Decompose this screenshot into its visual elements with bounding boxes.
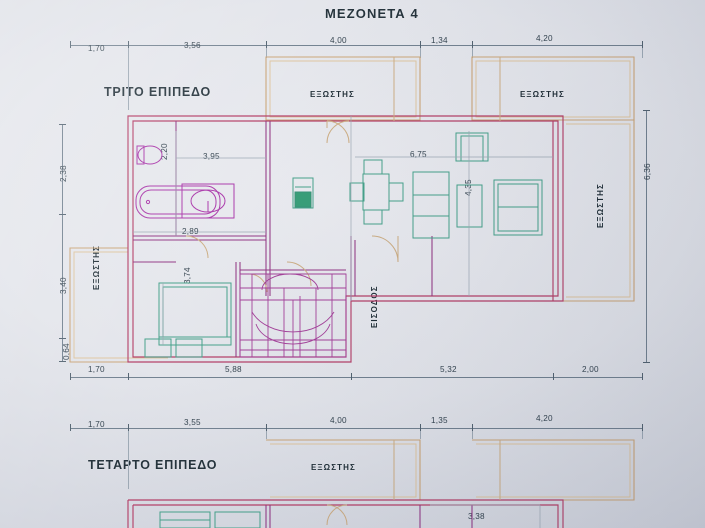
dim-tick	[128, 373, 129, 380]
dimension-value: 4,00	[330, 416, 347, 425]
extension-line	[128, 48, 129, 110]
left-dimension-line	[62, 124, 63, 361]
dim-tick	[553, 373, 554, 380]
room-label-balcony-top-center: ΕΞΩΣΤΗΣ	[310, 90, 355, 99]
extension-line	[472, 48, 473, 58]
plan2-exterior-wall	[127, 499, 564, 528]
dim-tick	[472, 424, 473, 431]
dimension-value: 2,00	[582, 365, 599, 374]
dimension-value: 1,70	[88, 44, 105, 53]
extension-line	[128, 431, 129, 489]
extension-line	[266, 431, 267, 439]
plan2-interior-walls	[265, 505, 473, 528]
dim-tick	[128, 424, 129, 431]
dimension-value: 1,70	[88, 365, 105, 374]
dimension-value: 3,56	[184, 41, 201, 50]
dim-tick	[643, 110, 650, 111]
extension-line	[642, 431, 643, 439]
extension-line	[472, 431, 473, 439]
extension-line	[420, 48, 421, 58]
dimension-value: 4,20	[536, 34, 553, 43]
dimension-value: 5,88	[225, 365, 242, 374]
plan2-dimension-lines	[430, 504, 541, 528]
dimension-value: 6,75	[410, 150, 427, 159]
dimension-value: 4,00	[330, 36, 347, 45]
room-label-balcony-top-right: ΕΞΩΣΤΗΣ	[520, 90, 565, 99]
plan2-door-swings	[326, 440, 501, 526]
living-room-furniture	[349, 132, 543, 239]
dimension-value: 4,20	[536, 414, 553, 423]
right-dimension-line	[646, 110, 647, 362]
kitchen-unit	[292, 177, 314, 209]
dim-tick	[70, 373, 71, 380]
level-label-third: ΤΡΙΤΟ ΕΠΙΠΕΔΟ	[104, 85, 212, 99]
door-swings	[185, 57, 501, 293]
sheet-title: ΜΕΖΟΝΕΤΑ 4	[325, 6, 419, 21]
bathroom-fixtures	[135, 145, 235, 219]
extension-line	[642, 48, 643, 58]
dim-tick	[70, 424, 71, 431]
extension-line	[420, 431, 421, 439]
dim-tick	[642, 41, 643, 48]
dim-tick	[420, 424, 421, 431]
dimension-value: 1,34	[431, 36, 448, 45]
dimension-value: 1,70	[88, 420, 105, 429]
level-label-fourth: ΤΕΤΑΡΤΟ ΕΠΙΠΕΔΟ	[88, 458, 218, 472]
dim-tick	[472, 41, 473, 48]
dim-tick	[128, 41, 129, 48]
bottom-dimension-line	[70, 377, 642, 378]
room-label-balcony-plan2: ΕΞΩΣΤΗΣ	[311, 463, 356, 472]
plan2-furniture	[159, 511, 261, 528]
dim-tick	[266, 41, 267, 48]
plan2-balcony-top-center	[266, 439, 421, 501]
dimension-value: 1,35	[431, 416, 448, 425]
plan2-top-dimension-line	[70, 428, 642, 429]
dim-tick	[59, 338, 66, 339]
balcony-top-center-outline	[265, 56, 421, 121]
staircase	[239, 273, 347, 358]
dim-tick	[420, 41, 421, 48]
dim-tick	[643, 362, 650, 363]
dim-tick	[59, 124, 66, 125]
dim-tick	[59, 361, 66, 362]
dimension-value: 3,38	[468, 512, 485, 521]
dim-tick	[642, 373, 643, 380]
extension-line	[266, 48, 267, 58]
interior-dimension-lines	[133, 116, 553, 345]
dim-tick	[266, 424, 267, 431]
dimension-value: 3,95	[203, 152, 220, 161]
dimension-value: 5,32	[440, 365, 457, 374]
dimension-value: 2,89	[182, 227, 199, 236]
dim-tick	[351, 373, 352, 380]
dim-tick	[59, 214, 66, 215]
dim-tick	[70, 41, 71, 48]
top-dimension-line	[70, 45, 642, 46]
dim-tick	[642, 424, 643, 431]
dimension-value: 3,55	[184, 418, 201, 427]
balcony-left-outline	[69, 247, 168, 363]
plan2-balcony-top-right	[472, 439, 635, 501]
